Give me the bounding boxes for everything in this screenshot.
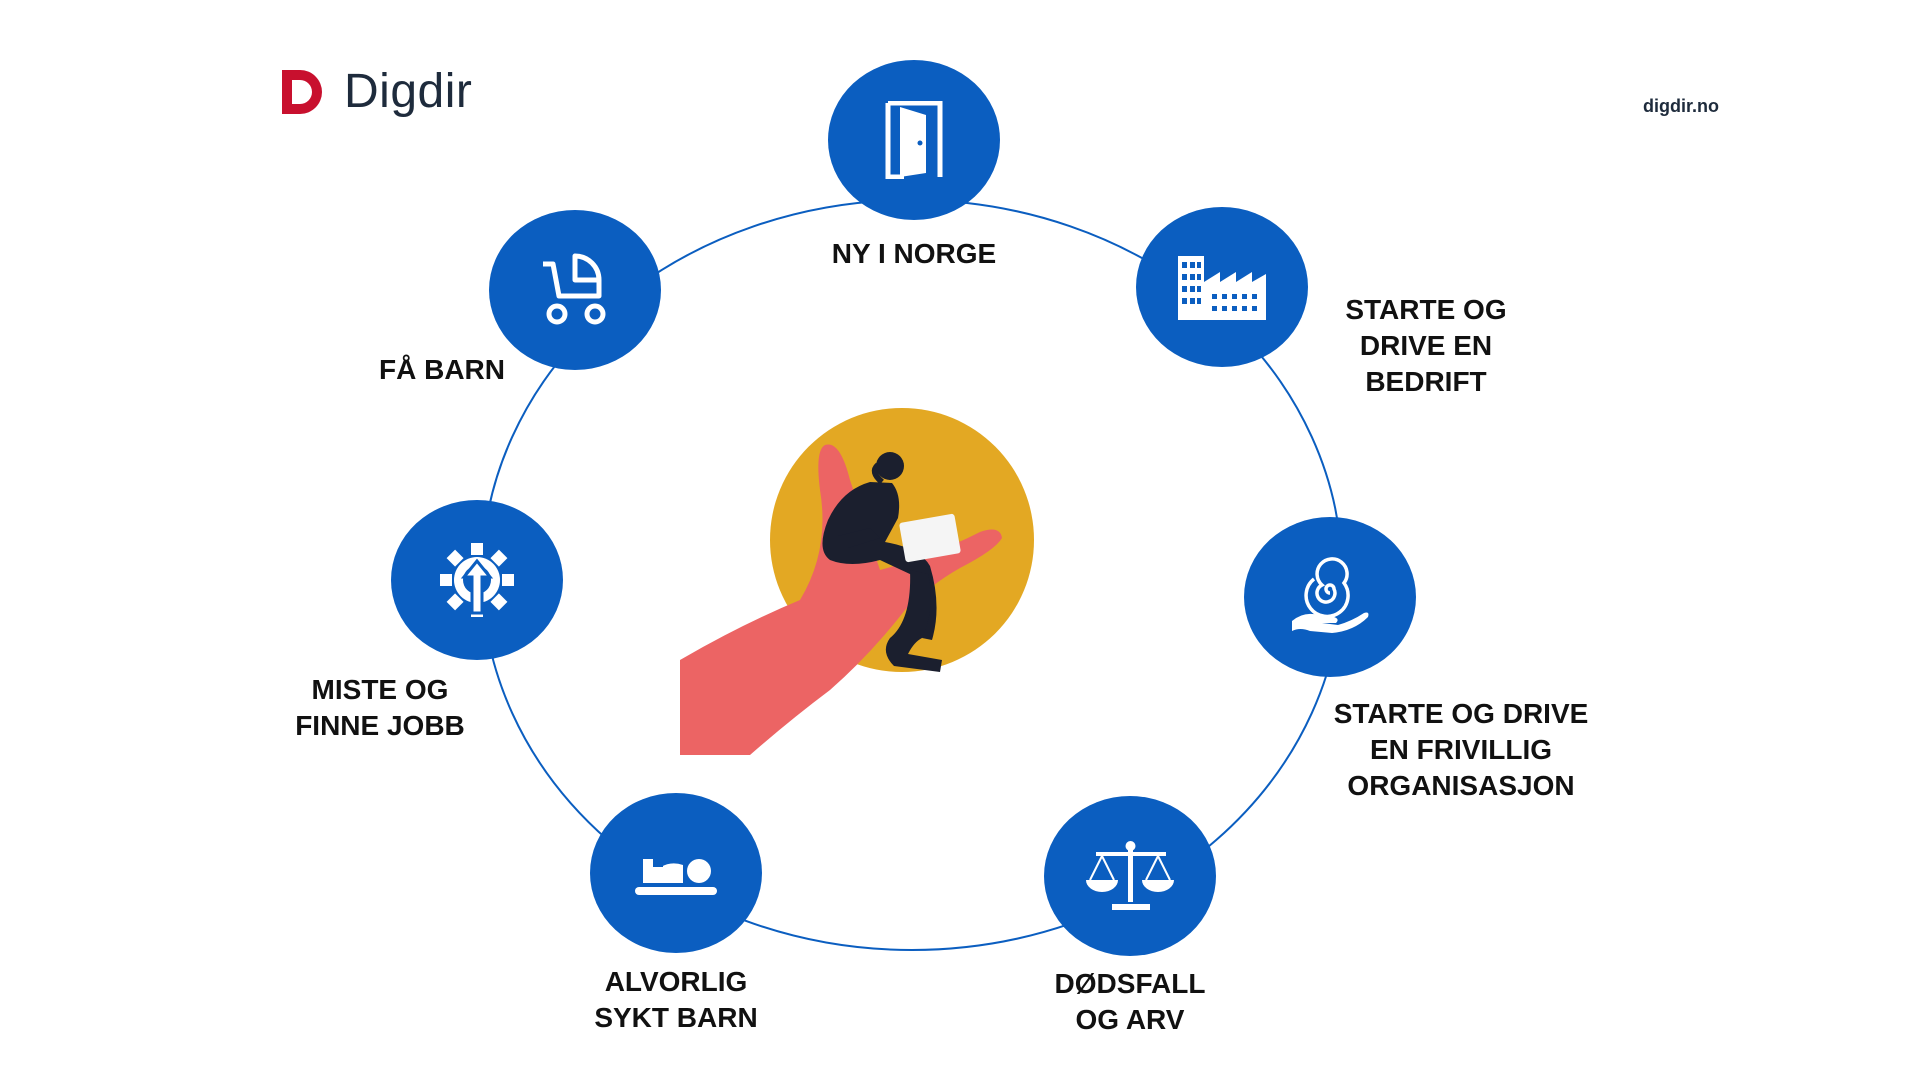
label-starte-bedrift: STARTE OG DRIVE EN BEDRIFT [1345,294,1507,397]
site-url[interactable]: digdir.no [1643,96,1719,116]
gear-arrow-icon [440,543,514,617]
person-on-hand-illustration [680,408,1034,755]
node-frivillig-organisasjon[interactable] [1244,517,1416,677]
node-ny-i-norge[interactable] [828,60,1000,220]
scales-icon [1086,841,1174,910]
label-fa-barn: FÅ BARN [379,354,505,385]
node-fa-barn[interactable] [489,210,661,370]
label-ny-i-norge: NY I NORGE [831,238,997,269]
stroller-icon [543,253,606,325]
digdir-logo-icon [282,69,322,114]
label-miste-finne-jobb: MISTE OG FINNE JOBB [295,674,465,741]
factory-icon [1178,256,1266,320]
door-icon [885,101,943,179]
label-alvorlig-sykt-barn: ALVORLIG SYKT BARN [594,966,758,1033]
node-starte-bedrift[interactable] [1136,207,1308,367]
label-frivillig-organisasjon: STARTE OG DRIVE EN FRIVILLIG ORGANISASJO… [1333,698,1589,801]
sick-child-icon [635,855,717,895]
node-miste-finne-jobb[interactable] [391,500,563,660]
digdir-logo: Digdir [278,64,472,119]
spiral-hand-icon [1292,557,1369,633]
node-dodsfall-arv[interactable] [1044,796,1216,956]
label-dodsfall-arv: DØDSFALL OG ARV [1054,968,1206,1035]
logo-text: Digdir [344,65,473,118]
node-alvorlig-sykt-barn[interactable] [590,793,762,953]
